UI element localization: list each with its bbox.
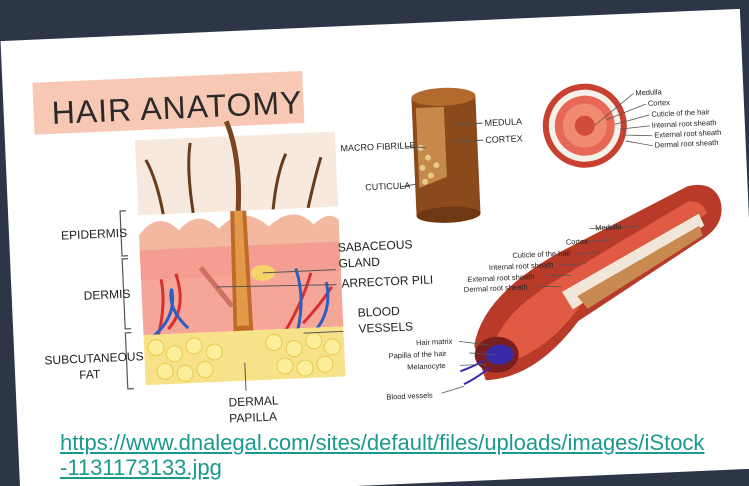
- follicle-label-medulla: Medulla: [595, 222, 622, 232]
- label-epidermis: EPIDERMIS: [61, 226, 128, 243]
- label-dermal: DERMAL: [228, 393, 279, 409]
- label-vessels: VESSELS: [358, 319, 413, 335]
- label-cortex: CORTEX: [485, 133, 523, 145]
- circle-label-1: Medulla: [635, 87, 662, 97]
- hair-shaft-illustration: [411, 86, 481, 224]
- follicle-label-cortex: Cortex: [566, 237, 589, 247]
- source-link-container: https://www.dnalegal.com/sites/default/f…: [60, 430, 710, 482]
- label-blood: BLOOD: [357, 304, 400, 320]
- label-dermis: DERMIS: [83, 287, 130, 303]
- skin-cross-section: [134, 117, 345, 385]
- follicle-label-melanocyte: Melanocyte: [407, 361, 446, 372]
- label-medula: MEDULA: [484, 116, 522, 128]
- label-gland: GLAND: [338, 255, 380, 271]
- label-fat: FAT: [79, 367, 101, 382]
- label-cuticula: CUTICULA: [365, 180, 410, 192]
- source-link[interactable]: https://www.dnalegal.com/sites/default/f…: [60, 430, 710, 480]
- label-papilla: PAPILLA: [229, 409, 277, 425]
- follicle-label-matrix: Hair matrix: [416, 337, 453, 348]
- circle-label-2: Cortex: [648, 98, 671, 108]
